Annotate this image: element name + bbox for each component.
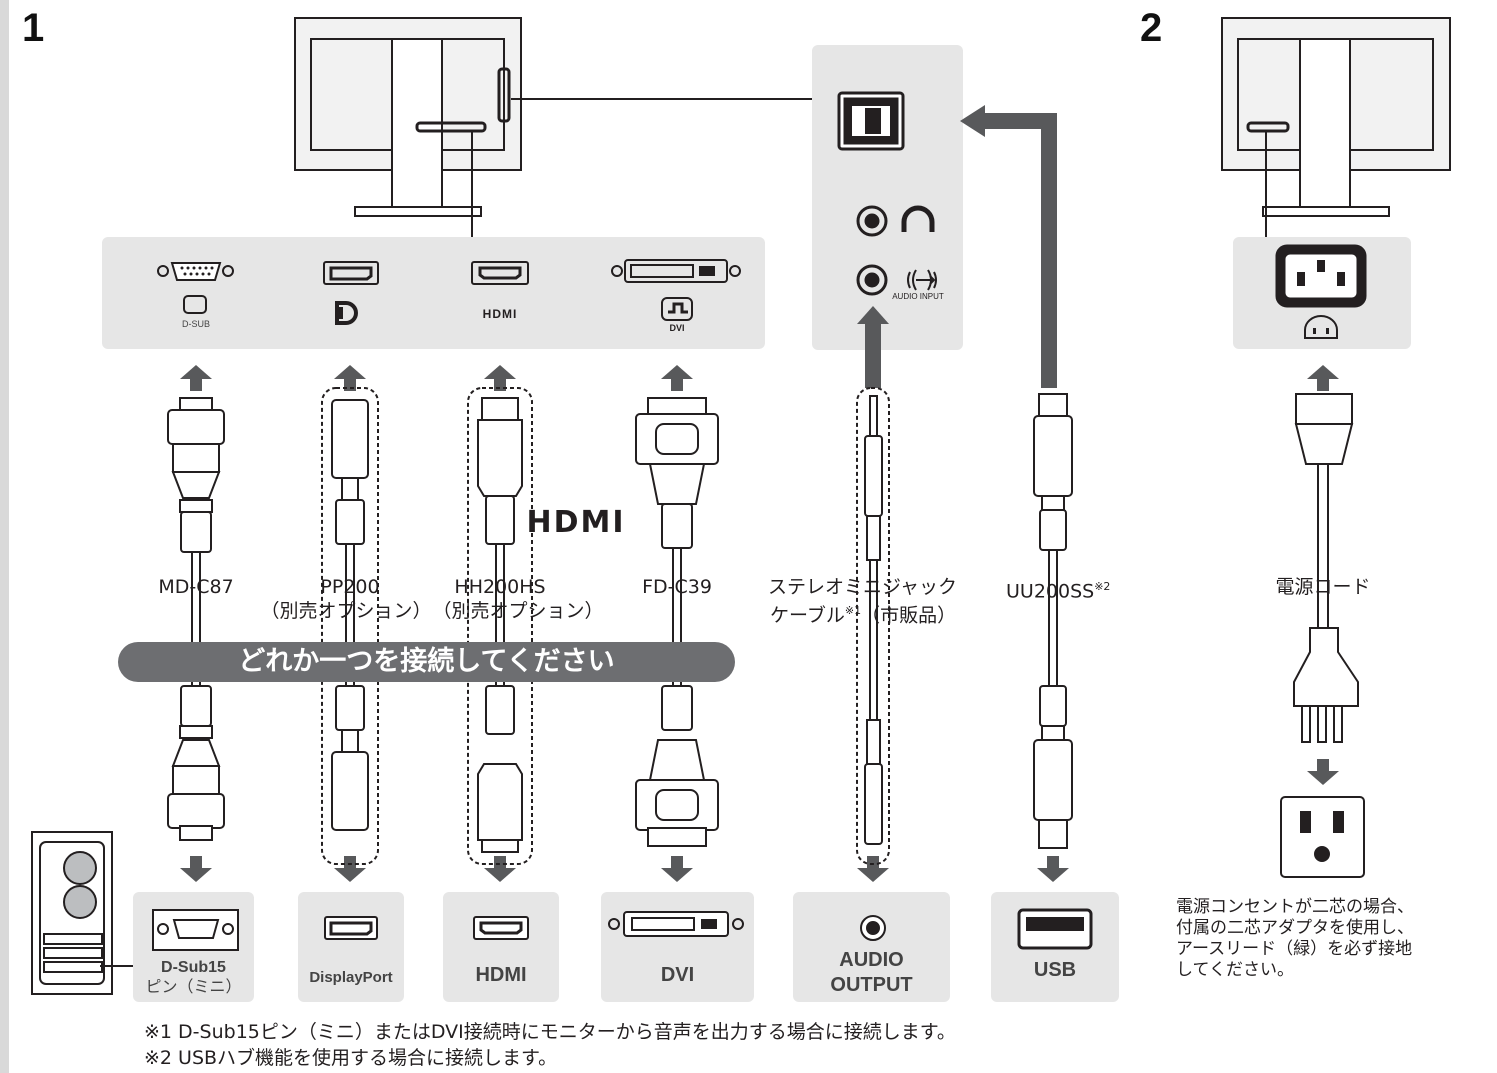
label-stereo-note: （市販品） bbox=[861, 604, 957, 627]
pc-port-icons bbox=[152, 908, 1093, 951]
cable-pp200 bbox=[321, 387, 379, 865]
monitor-port-panel bbox=[102, 237, 765, 349]
pc-port-hdmi bbox=[443, 892, 559, 1002]
headphone-jack bbox=[856, 205, 935, 237]
outlet-warning: 電源コンセントが二芯の場合、 付属の二芯アダプタを使用し、 アースリード（緑）を… bbox=[1176, 897, 1414, 981]
pc-label-dsub: D-Sub15 ピン（ミニ） bbox=[133, 958, 254, 998]
pc-port-audio-output bbox=[793, 892, 950, 1002]
dvi-port bbox=[611, 259, 741, 321]
usb-b-port bbox=[837, 91, 905, 151]
ac-inlet bbox=[1275, 244, 1367, 339]
cable-hh200hs bbox=[467, 387, 533, 865]
audio-input-label: AUDIO INPUT bbox=[892, 292, 944, 301]
monitor-rear-view-2 bbox=[1221, 17, 1451, 237]
cable-md-c87 bbox=[167, 397, 225, 841]
dvi-icon-label: DVI bbox=[669, 323, 685, 333]
pc-label-hdmi: HDMI bbox=[475, 964, 527, 986]
audio-input-jack bbox=[856, 264, 937, 296]
label-uu200ss-mark: ※2 bbox=[1094, 580, 1111, 593]
label-stereo-line2: ケーブル※1（市販品） bbox=[770, 599, 956, 627]
outlet-warning-line4: してください。 bbox=[1176, 960, 1294, 980]
label-stereo-cable: ケーブル bbox=[770, 604, 845, 627]
hdmi-icon-label: HDMI bbox=[482, 307, 518, 321]
pc-label-usb: USB bbox=[1033, 959, 1077, 981]
outlet-warning-line1: 電源コンセントが二芯の場合、 bbox=[1176, 897, 1414, 917]
hdmi-logo: HDMI bbox=[526, 505, 626, 540]
cable-power-cord bbox=[1293, 393, 1359, 743]
monitor-rear-view bbox=[294, 17, 812, 237]
displayport-port bbox=[323, 261, 379, 325]
cable-fd-c39 bbox=[635, 397, 719, 847]
pc-port-dvi bbox=[601, 892, 754, 1002]
label-uu200ss-name: UU200SS bbox=[1006, 580, 1095, 603]
pc-tower bbox=[31, 831, 133, 995]
label-pp200: PP200 bbox=[320, 576, 380, 598]
arrows bbox=[180, 105, 1339, 882]
label-hh200hs-note: （別売オプション） bbox=[432, 600, 604, 622]
pc-label-audio-line1: AUDIO bbox=[839, 949, 904, 971]
connect-one-banner: どれか一つを接続してください bbox=[118, 642, 735, 682]
wall-outlet bbox=[1280, 796, 1365, 878]
outlet-warning-line3: アースリード（緑）を必ず接地 bbox=[1176, 939, 1413, 959]
pc-label-audio-line2: OUTPUT bbox=[830, 974, 913, 996]
pc-label-dsub-line2: ピン（ミニ） bbox=[145, 979, 242, 996]
label-uu200ss: UU200SS※2 bbox=[1006, 575, 1110, 603]
label-pp200-note: （別売オプション） bbox=[260, 600, 432, 622]
footnote-2: ※2 USBハブ機能を使用する場合に接続します。 bbox=[144, 1047, 558, 1069]
cable-stereo-mini-jack bbox=[856, 387, 890, 865]
footnote-1: ※1 D-Sub15ピン（ミニ）またはDVI接続時にモニターから音声を出力する場… bbox=[144, 1021, 956, 1043]
label-hh200hs: HH200HS bbox=[454, 576, 546, 598]
pc-label-dvi: DVI bbox=[660, 964, 695, 986]
label-power-cord: 電源コード bbox=[1275, 576, 1371, 598]
left-margin-bar bbox=[0, 0, 9, 1073]
pc-label-dsub-line1: D-Sub15 bbox=[161, 959, 226, 976]
step-number-1: 1 bbox=[22, 6, 45, 50]
label-md-c87: MD-C87 bbox=[158, 576, 234, 598]
step-number-2: 2 bbox=[1140, 6, 1163, 50]
cable-uu200ss bbox=[1033, 393, 1073, 849]
dsub-icon-label: D-SUB bbox=[181, 319, 210, 329]
pc-port-displayport bbox=[298, 892, 404, 1002]
label-stereo-line1: ステレオミニジャック bbox=[768, 576, 958, 598]
outlet-warning-line2: 付属の二芯アダプタを使用し、 bbox=[1176, 918, 1414, 938]
vga-port bbox=[157, 262, 234, 314]
label-stereo-mark: ※1 bbox=[844, 604, 862, 617]
hdmi-port bbox=[471, 261, 529, 285]
pc-label-audio-output: AUDIO OUTPUT bbox=[793, 948, 950, 998]
pc-label-displayport: DisplayPort bbox=[309, 969, 393, 986]
label-fd-c39: FD-C39 bbox=[642, 576, 712, 598]
